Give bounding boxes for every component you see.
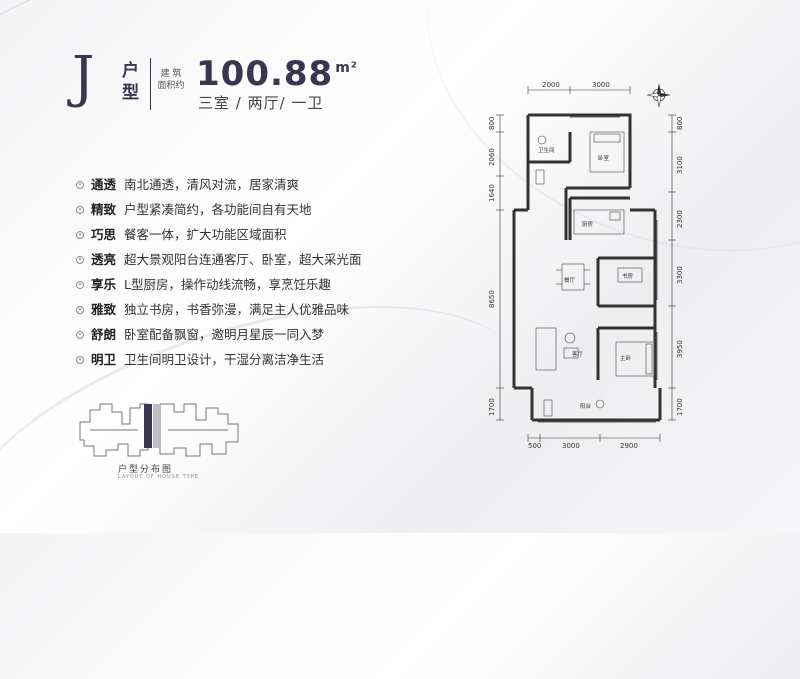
dim-left: 2060: [488, 148, 496, 166]
feature-title: 巧思: [91, 227, 117, 242]
feature-title: 明卫: [91, 352, 117, 367]
feature-desc: 卫生间明卫设计，干湿分离洁净生活: [124, 352, 325, 367]
circle-bullet-icon: [76, 255, 84, 264]
site-map-neighbor: [153, 404, 159, 448]
circle-bullet-icon: [76, 355, 84, 364]
plan-windows: [538, 113, 658, 423]
dim-right: 800: [676, 117, 684, 130]
site-map-outline: [79, 403, 149, 457]
feature-item: 精致户型紧凑简约，各功能间自有天地: [76, 197, 362, 222]
feature-title: 舒朗: [91, 327, 117, 342]
dim-top: 3000: [592, 81, 610, 89]
room-label: 阳台: [580, 402, 592, 410]
bottom-dimension-line: [527, 434, 661, 442]
dim-left: 800: [488, 117, 496, 130]
compass-icon: [646, 83, 671, 108]
top-dimension-line: [527, 86, 631, 94]
dim-left: 1700: [488, 398, 496, 416]
feature-item: 明卫卫生间明卫设计，干湿分离洁净生活: [76, 347, 362, 372]
feature-desc: 南北通透，清风对流，居家清爽: [124, 177, 300, 192]
unit-word: 户 型: [122, 60, 140, 104]
area-label-line: 建 筑: [160, 69, 182, 79]
feature-title: 雅致: [91, 302, 117, 317]
dim-right: 2300: [676, 210, 684, 228]
floor-plan: 2000 3000 500 3000 2900 800 2060 1640 86…: [488, 81, 684, 450]
dim-right: 3100: [676, 156, 684, 174]
circle-bullet-icon: [76, 305, 84, 314]
area-label-line: 面积约: [157, 81, 185, 91]
feature-item: 巧思餐客一体，扩大功能区域面积: [76, 222, 362, 247]
feature-desc: L型厨房，操作动线流畅，享烹饪乐趣: [124, 277, 331, 292]
feature-desc: 餐客一体，扩大功能区域面积: [124, 227, 287, 242]
circle-bullet-icon: [76, 205, 84, 214]
area-unit: m²: [335, 60, 358, 76]
feature-title: 透亮: [91, 252, 117, 267]
dim-right: 1700: [676, 398, 684, 416]
feature-item: 享乐 L型厨房，操作动线流畅，享烹饪乐趣: [76, 272, 362, 297]
feature-item: 雅致独立书房，书香弥漫，满足主人优雅品味: [76, 297, 362, 322]
dim-right: 3950: [676, 340, 684, 358]
feature-item: 通透南北通透，清风对流，居家清爽: [76, 172, 362, 197]
dim-bottom: 3000: [562, 442, 580, 450]
room-label: 书房: [622, 272, 634, 280]
room-label: 客厅: [572, 350, 584, 358]
room-summary: 三室 / 两厅/ 一卫: [198, 94, 324, 112]
circle-bullet-icon: [76, 280, 84, 289]
feature-desc: 超大景观阳台连通客厅、卧室，超大采光面: [124, 252, 362, 267]
header-divider: [150, 58, 151, 110]
dim-bottom: 500: [528, 442, 541, 450]
feature-desc: 户型紧凑简约，各功能间自有天地: [124, 202, 312, 217]
site-map-outline: [159, 403, 239, 457]
room-label: 卧室: [598, 154, 610, 162]
dim-left: 1640: [488, 184, 496, 202]
right-dimension-line: [668, 114, 676, 421]
site-map-caption: 户型分布图: [118, 465, 174, 475]
feature-list: 通透南北通透，清风对流，居家清爽 精致户型紧凑简约，各功能间自有天地 巧思餐客一…: [76, 172, 362, 372]
feature-item: 透亮超大景观阳台连通客厅、卧室，超大采光面: [76, 247, 362, 272]
room-label: 卫生间: [538, 146, 555, 154]
circle-bullet-icon: [76, 330, 84, 339]
dim-bottom: 2900: [620, 442, 638, 450]
unit-letter: J: [72, 45, 95, 110]
unit-word-char: 户: [122, 61, 139, 81]
room-label: 厨房: [582, 220, 594, 228]
dim-right: 3300: [676, 266, 684, 284]
room-label: 主卧: [620, 354, 632, 362]
area-label: 建 筑 面积约: [156, 68, 186, 92]
feature-desc: 独立书房，书香弥漫，满足主人优雅品味: [124, 302, 350, 317]
plan-furniture: [535, 131, 655, 417]
site-map-subcaption: LAYOUT OF HOUSE TYPE: [118, 474, 199, 480]
feature-title: 享乐: [91, 277, 117, 292]
area-number: 100.88: [196, 54, 334, 94]
feature-item: 舒朗卧室配备飘窗，邀明月星辰一同入梦: [76, 322, 362, 347]
site-distribution-map: [79, 403, 239, 457]
unit-word-char: 型: [122, 83, 139, 103]
circle-bullet-icon: [76, 180, 84, 189]
dim-left: 8650: [488, 290, 496, 308]
left-dimension-line: [496, 114, 504, 421]
dim-top: 2000: [542, 81, 560, 89]
feature-title: 精致: [91, 202, 117, 217]
site-map-highlight: [144, 404, 152, 448]
plan-walls: [512, 113, 662, 422]
feature-title: 通透: [91, 177, 117, 192]
feature-desc: 卧室配备飘窗，邀明月星辰一同入梦: [124, 327, 325, 342]
room-label: 餐厅: [564, 276, 576, 284]
circle-bullet-icon: [76, 230, 84, 239]
